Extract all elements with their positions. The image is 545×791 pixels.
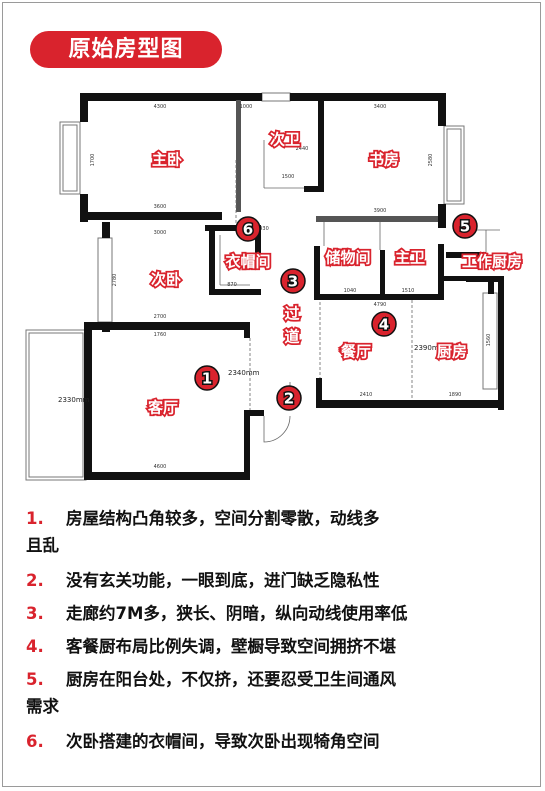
dimension-label: 4600 — [154, 464, 167, 470]
dimensions: 4300 1000 3400 1700 2580 3600 1500 3900 … — [58, 104, 492, 470]
note-text-continued: 需求 — [26, 697, 59, 716]
note-text-continued: 且乱 — [26, 536, 59, 555]
note-item-4: 4. 客餐厨布局比例失调，壁橱导致空间拥挤不堪 — [26, 633, 526, 660]
dimension-label: 1500 — [282, 174, 295, 180]
room-label-second-bath: 次卫 — [270, 131, 300, 149]
note-number: 6. — [26, 732, 44, 751]
svg-text:3: 3 — [288, 273, 298, 291]
dimension-label: 1700 — [90, 154, 96, 167]
badge-5: 5 — [452, 213, 478, 239]
dimension-label: 1040 — [344, 288, 357, 294]
badge-2: 2 — [276, 385, 302, 411]
svg-text:5: 5 — [460, 218, 470, 236]
badges: 1 2 3 4 5 6 — [194, 213, 478, 411]
dimension-label: 870 — [227, 282, 237, 288]
note-text: 没有玄关功能，一眼到底，进门缺乏隐私性 — [66, 571, 380, 590]
note-text: 客餐厨布局比例失调，壁橱导致空间拥挤不堪 — [66, 637, 396, 656]
dimension-label: 3600 — [154, 204, 167, 210]
dimension-label: 3900 — [374, 208, 387, 214]
dimension-label: 2780 — [112, 274, 118, 287]
dimension-label: 1000 — [240, 104, 253, 110]
room-label-work-kitchen: 工作厨房 — [462, 253, 522, 271]
study-balcony — [443, 125, 465, 205]
room-label-second-bedroom: 次卧 — [151, 271, 181, 289]
dimension-label: 3000 — [154, 230, 167, 236]
svg-text:2: 2 — [284, 390, 294, 408]
dimension-label: 2580 — [428, 154, 434, 167]
note-text: 走廊约7M多，狭长、阴暗，纵向动线使用率低 — [66, 604, 408, 623]
badge-1: 1 — [194, 365, 220, 391]
master-balcony — [59, 121, 81, 195]
room-label-corridor-2: 道 — [284, 328, 299, 346]
dimension-label: 2410 — [360, 392, 373, 398]
note-number: 5. — [26, 670, 44, 689]
note-item-2: 2. 没有玄关功能，一眼到底，进门缺乏隐私性 — [26, 567, 526, 594]
note-text: 房屋结构凸角较多，空间分割零散，动线多 — [66, 509, 380, 528]
balconies — [25, 92, 498, 481]
room-label-study: 书房 — [369, 151, 399, 169]
room-label-master-bedroom: 主卧 — [152, 151, 182, 169]
second-bedroom-window — [97, 237, 113, 323]
dimension-label: 4300 — [154, 104, 167, 110]
room-label-dining: 餐厅 — [341, 343, 371, 361]
note-number: 1. — [26, 509, 44, 528]
note-text: 厨房在阳台处，不仅挤，还要忍受卫生间通风 — [66, 670, 396, 689]
living-balcony — [25, 329, 87, 481]
svg-text:1: 1 — [202, 370, 212, 388]
note-text: 次卧搭建的衣帽间，导致次卧出现犄角空间 — [66, 732, 380, 751]
dimension-label: 1560 — [486, 334, 492, 347]
dimension-label: 2340mm — [228, 369, 260, 377]
room-label-corridor-1: 过 — [284, 305, 299, 323]
svg-text:6: 6 — [243, 221, 253, 239]
note-number: 2. — [26, 571, 44, 590]
room-labels: 主卧 次卫 书房 衣帽间 储物间 主卫 工作厨房 次卧 过 道 餐厅 厨房 客厅 — [145, 129, 524, 419]
badge-3: 3 — [280, 268, 306, 294]
dimension-label: 1890 — [449, 392, 462, 398]
badge-4: 4 — [371, 311, 397, 337]
room-label-living: 客厅 — [147, 399, 178, 417]
walls — [80, 93, 504, 480]
dimension-label: 930 — [259, 226, 269, 232]
room-label-wardrobe: 衣帽间 — [225, 253, 270, 271]
bath-window — [261, 92, 291, 102]
dimension-label: 1510 — [402, 288, 415, 294]
note-number: 3. — [26, 604, 44, 623]
svg-text:4: 4 — [379, 316, 389, 334]
page-title: 原始房型图 — [30, 31, 222, 68]
note-item-1: 1. 房屋结构凸角较多，空间分割零散，动线多 且乱 — [26, 505, 526, 559]
note-item-5: 5. 厨房在阳台处，不仅挤，还要忍受卫生间通风 需求 — [26, 666, 526, 720]
dimension-label: 2440 — [296, 146, 309, 152]
note-number: 4. — [26, 637, 44, 656]
note-item-6: 6. 次卧搭建的衣帽间，导致次卧出现犄角空间 — [26, 728, 526, 755]
dimension-label: 2390mm — [414, 344, 446, 352]
dimension-label: 2700 — [154, 314, 167, 320]
dimension-label: 1760 — [154, 332, 167, 338]
note-item-3: 3. 走廊约7M多，狭长、阴暗，纵向动线使用率低 — [26, 600, 526, 627]
badge-6: 6 — [235, 216, 261, 242]
dimension-label: 2330mm — [58, 396, 90, 404]
dimension-label: 3400 — [374, 104, 387, 110]
room-label-master-bath: 主卫 — [395, 249, 425, 267]
dimension-label: 4790 — [374, 302, 387, 308]
floor-plan: 4300 1000 3400 1700 2580 3600 1500 3900 … — [25, 92, 524, 481]
room-label-kitchen: 厨房 — [437, 343, 467, 361]
room-label-storage: 储物间 — [325, 249, 370, 267]
